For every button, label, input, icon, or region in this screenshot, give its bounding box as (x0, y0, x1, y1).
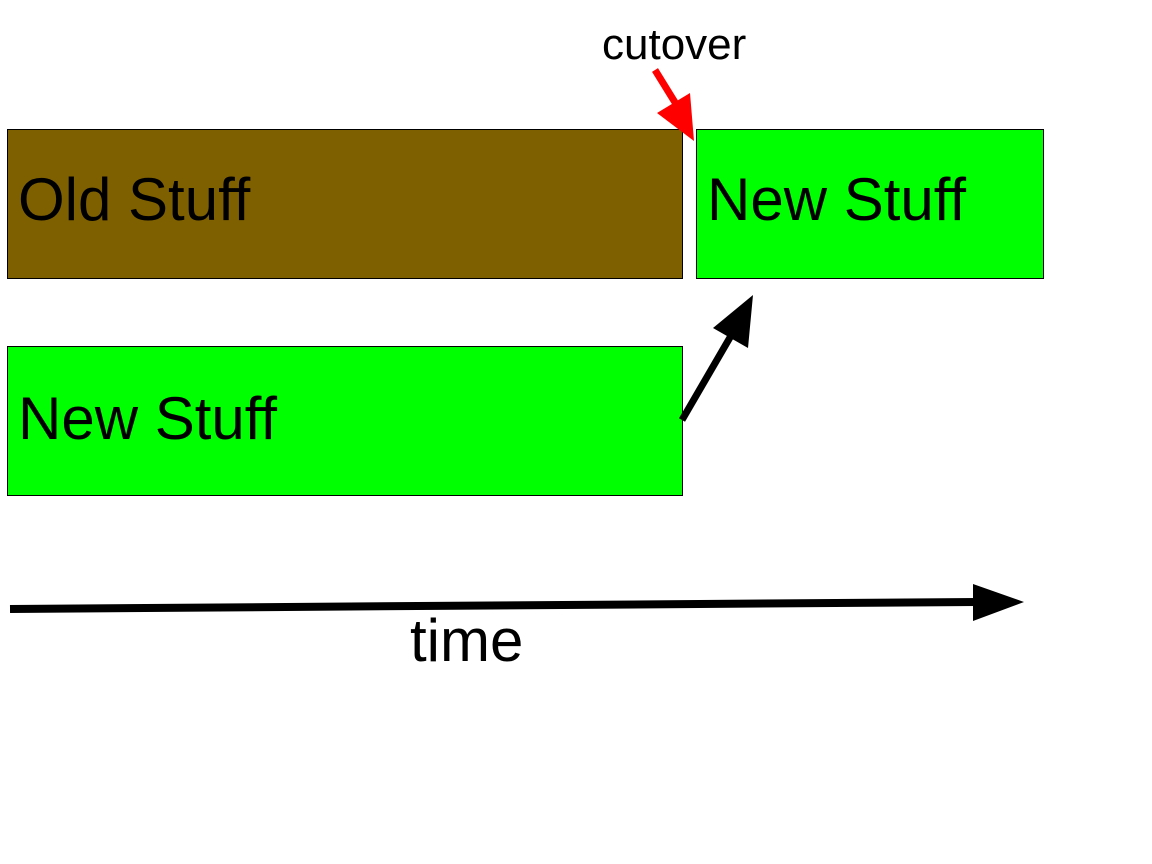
migration-arrow (678, 295, 753, 422)
new-stuff-label-after-cutover: New Stuff (707, 166, 967, 233)
new-stuff-box-before-cutover: New Stuff (7, 346, 683, 496)
old-stuff-box: Old Stuff (7, 129, 683, 279)
new-stuff-box-after-cutover: New Stuff (696, 129, 1044, 279)
cutover-label: cutover (602, 20, 747, 69)
old-stuff-label: Old Stuff (18, 166, 251, 233)
time-axis-label: time (410, 607, 524, 674)
new-stuff-label-before-cutover: New Stuff (18, 385, 278, 452)
